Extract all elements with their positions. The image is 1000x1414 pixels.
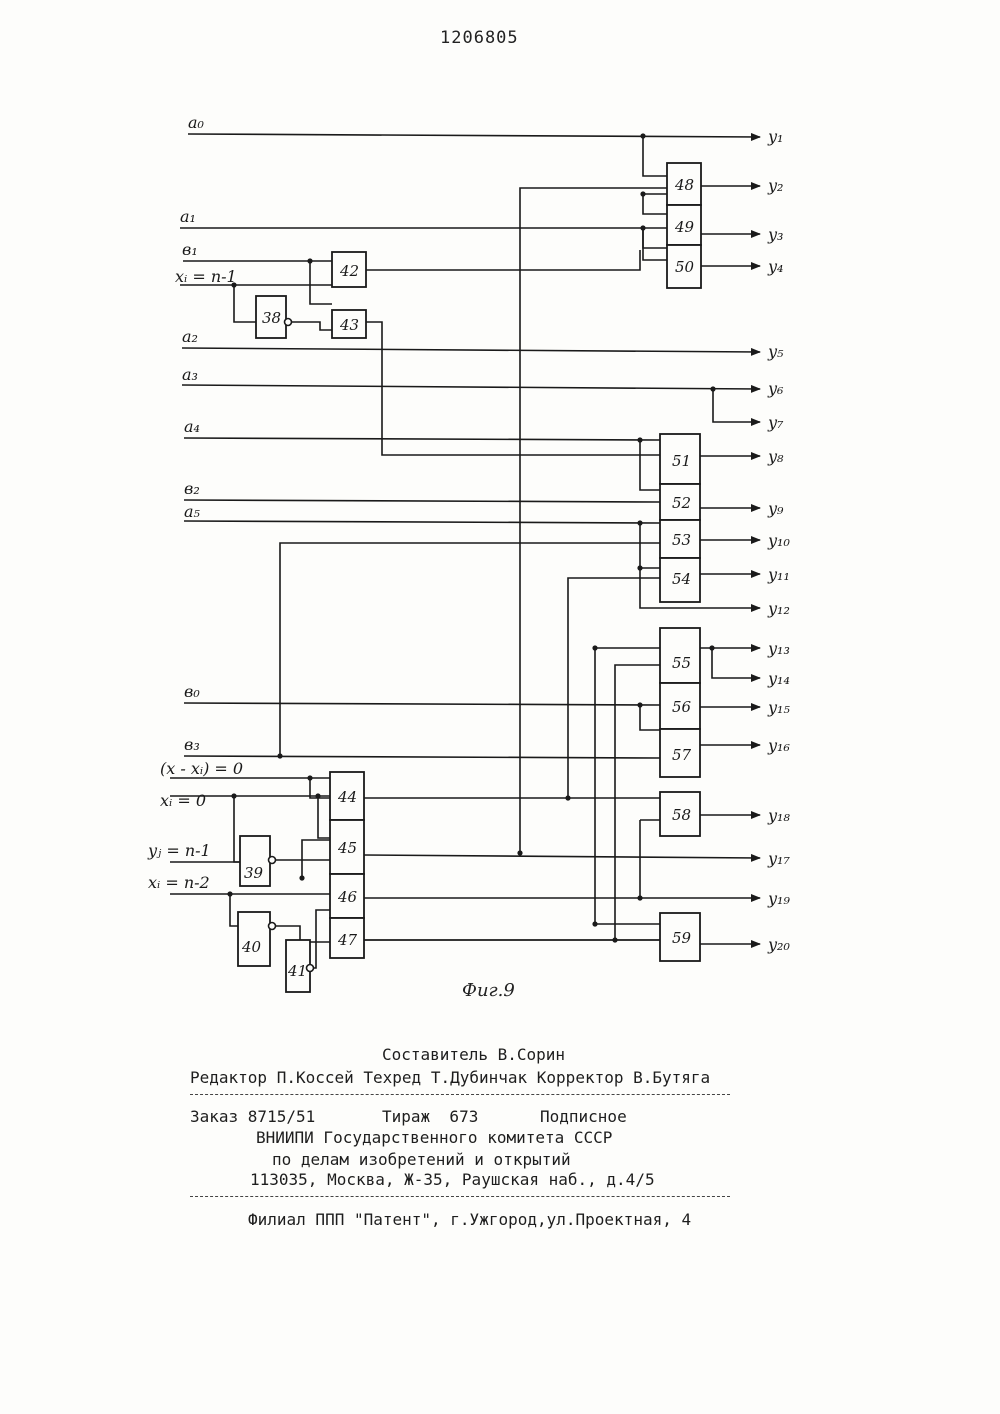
label-47: 47 [337,931,358,949]
input-x-xi-0: (x - xᵢ) = 0 [160,759,243,778]
label-48: 48 [674,176,694,194]
wire-a4 [184,438,660,440]
wire-b3-up [280,543,660,756]
input-xi-0: xᵢ = 0 [160,791,206,810]
output-y2: y₂ [767,176,783,195]
figure-caption: Фиг.9 [462,980,515,1001]
input-a2: a₂ [182,327,198,346]
output-y7: y₇ [767,413,784,432]
wire-feedback-45 [520,188,667,853]
divider-2 [190,1196,730,1197]
input-a5: a₅ [184,502,201,521]
wire-a5 [184,521,660,523]
output-y4: y₄ [767,257,783,276]
wire-b2 [184,500,660,502]
output-y14: y₁₄ [767,669,790,688]
imprint-address: 113035, Москва, Ж-35, Раушская наб., д.4… [250,1170,655,1189]
wire-b3 [184,756,660,758]
input-a3: a₃ [182,365,198,384]
input-b3: в₃ [184,735,200,754]
label-39: 39 [244,864,264,882]
wire-a0-tap [643,136,667,176]
input-yj-n1: yⱼ = n-1 [147,841,211,860]
label-42: 42 [339,262,359,280]
label-46: 46 [337,888,358,906]
output-y20: y₂₀ [767,935,790,954]
output-y6: y₆ [767,379,784,398]
label-58: 58 [672,806,691,824]
input-b2: в₂ [184,479,200,498]
label-50: 50 [675,258,695,276]
output-y15: y₁₅ [767,698,790,717]
label-38: 38 [262,309,281,327]
output-y8: y₈ [767,447,784,466]
output-y3: y₃ [767,225,783,244]
output-y13: y₁₃ [767,639,790,658]
output-y9: y₉ [767,499,784,518]
output-y10: y₁₀ [767,531,790,550]
imprint-editors: Редактор П.Коссей Техред Т.Дубинчак Корр… [190,1068,710,1087]
label-59: 59 [672,929,692,947]
label-55: 55 [672,654,691,672]
wire-a0 [188,134,760,137]
input-a0: a₀ [188,113,205,132]
input-b1: в₁ [182,240,198,259]
wire-a3 [182,385,760,389]
label-53: 53 [672,531,691,549]
output-y16: y₁₆ [767,736,790,755]
label-52: 52 [672,494,691,512]
output-y11: y₁₁ [767,565,790,584]
output-y17: y₁₇ [767,849,790,868]
label-43: 43 [339,316,359,334]
input-b0: в₀ [184,682,200,701]
output-y12: y₁₂ [767,599,790,618]
wire-a2 [182,348,760,352]
output-y1: y₁ [767,127,783,146]
inversion-circles [269,319,314,972]
input-a4: a₄ [184,417,200,436]
label-56: 56 [672,698,692,716]
imprint-org1: ВНИИПИ Государственного комитета СССР [256,1128,612,1147]
input-xi-n2: xᵢ = n-2 [148,873,210,892]
label-57: 57 [672,746,692,764]
output-y18: y₁₈ [767,806,790,825]
label-51: 51 [672,452,691,470]
divider-1 [190,1094,730,1095]
output-y19: y₁₉ [767,889,790,908]
input-a1: a₁ [180,207,196,226]
label-41: 41 [287,962,307,980]
wire-b0 [184,703,660,705]
label-40: 40 [241,938,262,956]
imprint-compiler: Составитель В.Сорин [382,1045,565,1064]
imprint-subscription: Подписное [540,1107,627,1126]
imprint-order: Заказ 8715/51 [190,1107,315,1126]
label-54: 54 [672,570,691,588]
label-45: 45 [337,839,357,857]
label-49: 49 [674,218,695,236]
logic-circuit-diagram: 48 49 50 42 43 38 51 52 53 54 55 56 57 5… [0,0,1000,1000]
imprint-org2: по делам изобретений и открытий [272,1150,571,1169]
output-y5: y₅ [767,342,784,361]
imprint-branch: Филиал ППП "Патент", г.Ужгород,ул.Проект… [248,1210,691,1229]
input-xi-n1: xᵢ = n-1 [175,267,237,286]
imprint-circulation: Тираж 673 [382,1107,478,1126]
label-44: 44 [337,788,357,806]
